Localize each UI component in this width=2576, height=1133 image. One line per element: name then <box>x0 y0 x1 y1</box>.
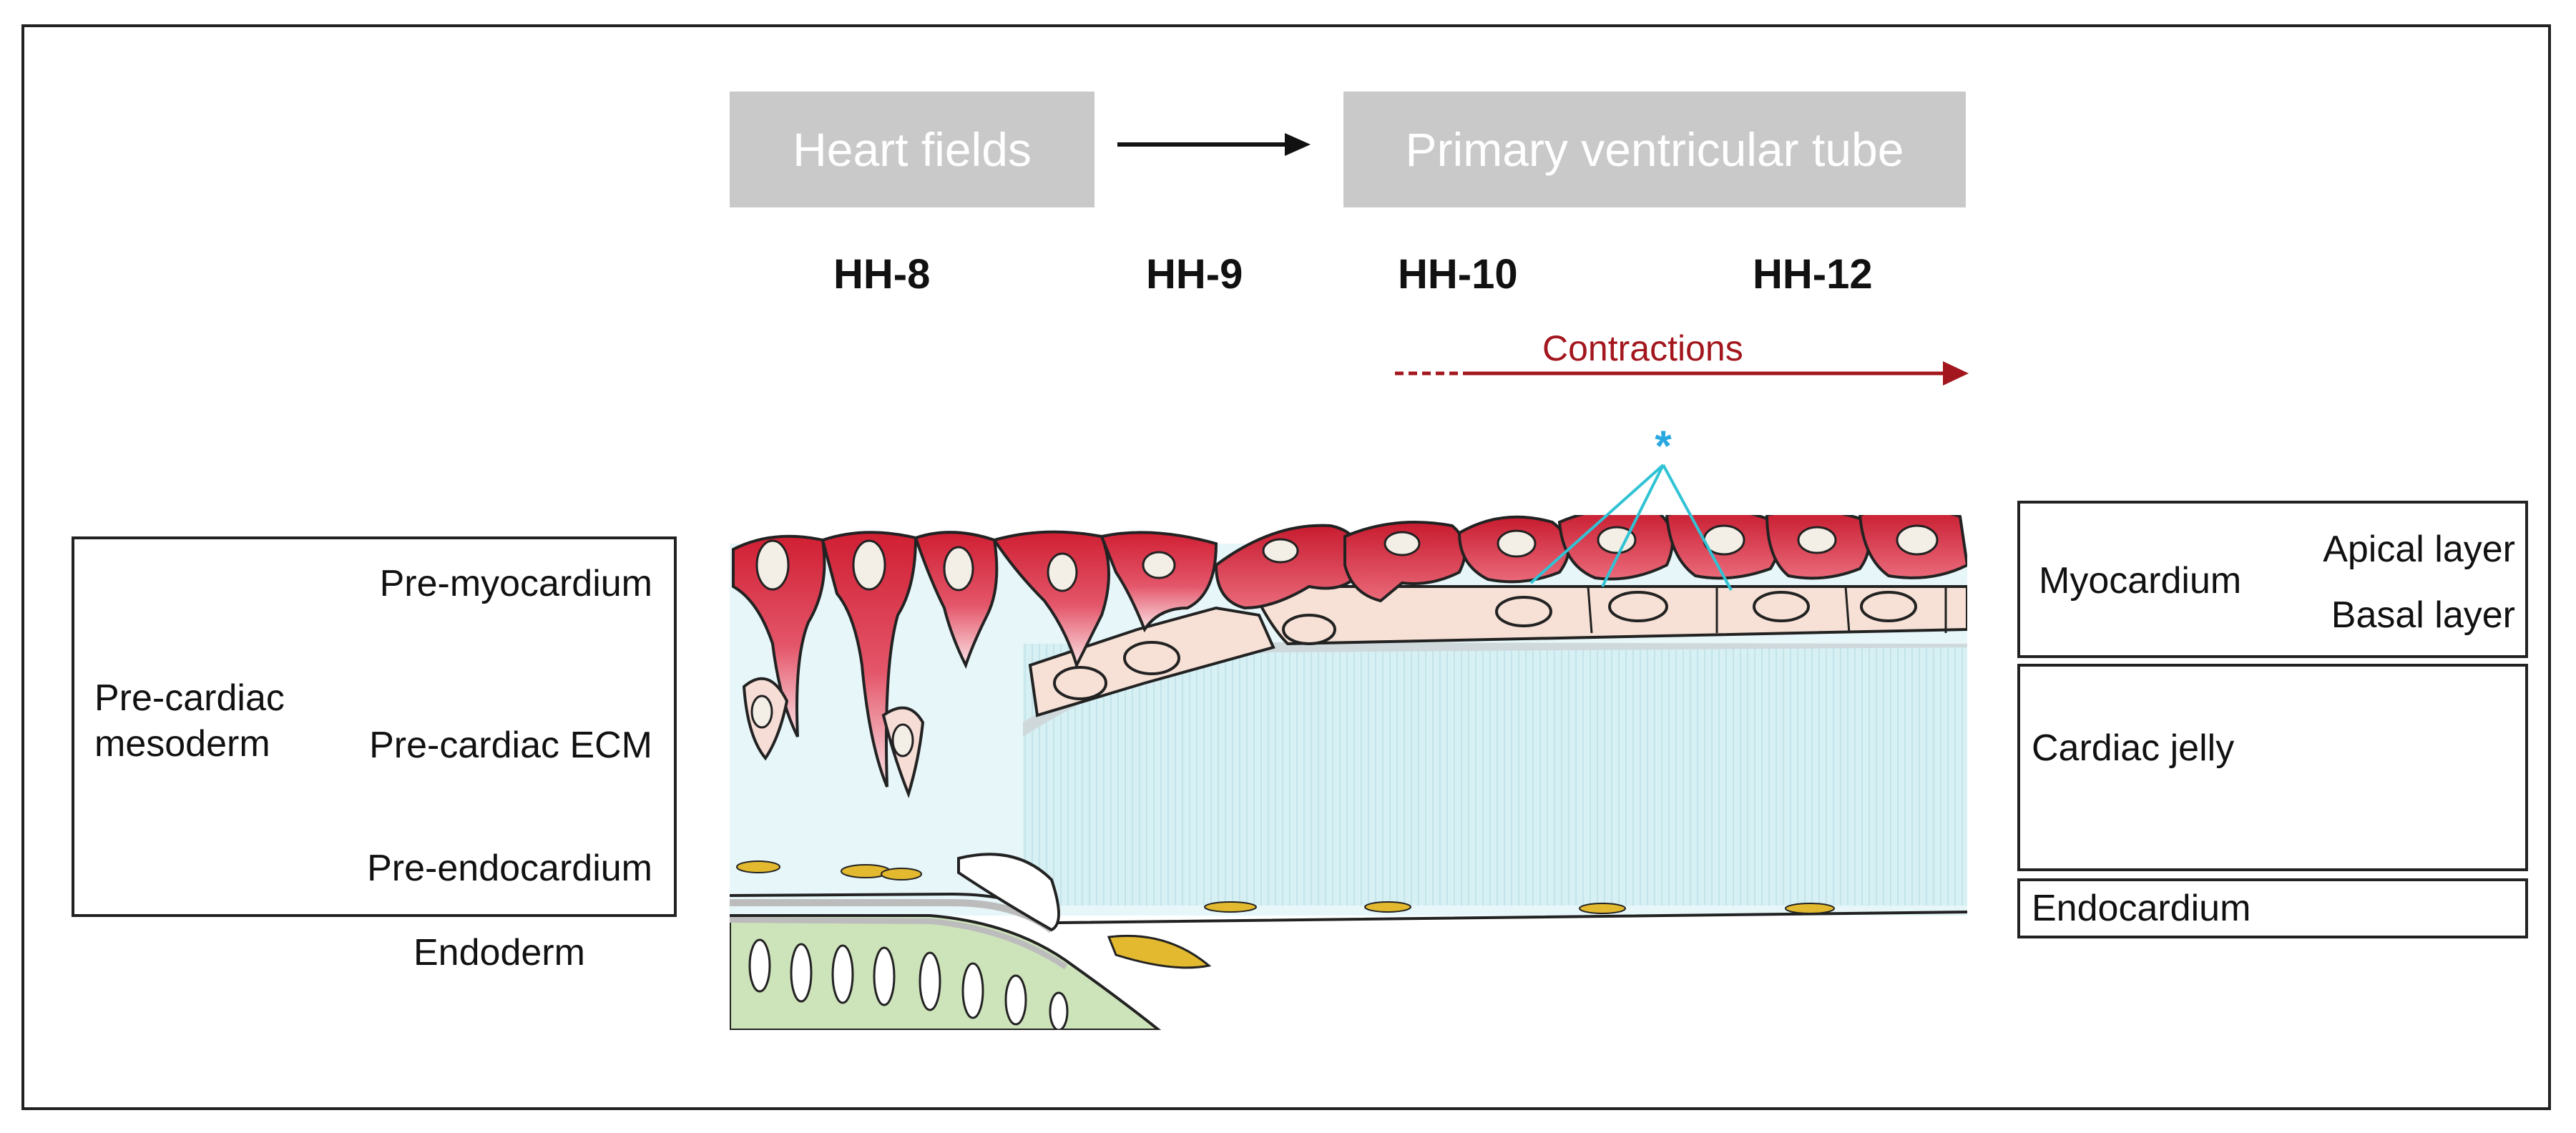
myocardium-label: Myocardium <box>2039 560 2242 602</box>
heart-fields-label: Heart fields <box>793 123 1032 176</box>
endocardium-nuclei <box>736 860 1835 914</box>
stage-hh12: HH-12 <box>1753 251 1873 298</box>
pre-endocardium-label: Pre-endocardium <box>367 848 652 889</box>
asterisk-marker: * <box>1655 422 1672 470</box>
apical-layer-label: Apical layer <box>2323 529 2515 570</box>
pre-cardiac-ecm-label: Pre-cardiac ECM <box>369 725 652 766</box>
cardiac-jelly-box: Cardiac jelly <box>2017 664 2528 871</box>
pre-myocardium-label: Pre-myocardium <box>379 563 652 604</box>
pre-myocardium-cells <box>732 530 1218 788</box>
cardiac-jelly-label: Cardiac jelly <box>2032 727 2235 769</box>
heart-fields-box: Heart fields <box>730 92 1094 207</box>
figure-frame <box>21 24 2551 1110</box>
cardiac-jelly-region <box>1023 644 1967 906</box>
pre-cardiac-mesoderm-label: Pre-cardiac mesoderm <box>94 677 285 765</box>
stage-arrow <box>1117 133 1311 156</box>
stage-hh10: HH-10 <box>1398 251 1518 298</box>
primary-ventricular-tube-label: Primary ventricular tube <box>1405 123 1904 176</box>
pre-cardiac-label-box: Pre-myocardium Pre-cardiac ECM Pre-endoc… <box>72 536 677 917</box>
basal-layer-cells <box>1028 585 1967 717</box>
callout-lines <box>1529 464 1733 591</box>
endocardium-box: Endocardium <box>2017 878 2528 938</box>
contractions-arrow <box>1395 361 1969 386</box>
stage-hh9: HH-9 <box>1146 251 1243 298</box>
primary-ventricular-tube-box: Primary ventricular tube <box>1343 92 1966 207</box>
endoderm-label: Endoderm <box>413 932 585 973</box>
stage-hh8: HH-8 <box>833 251 931 298</box>
cell-nuclei <box>750 524 1939 757</box>
myocardium-box: Myocardium Apical layer Basal layer <box>2017 501 2528 658</box>
contractions-label: Contractions <box>1542 328 1743 368</box>
basal-layer-label: Basal layer <box>2331 594 2515 636</box>
endocardium-label: Endocardium <box>2032 888 2251 929</box>
